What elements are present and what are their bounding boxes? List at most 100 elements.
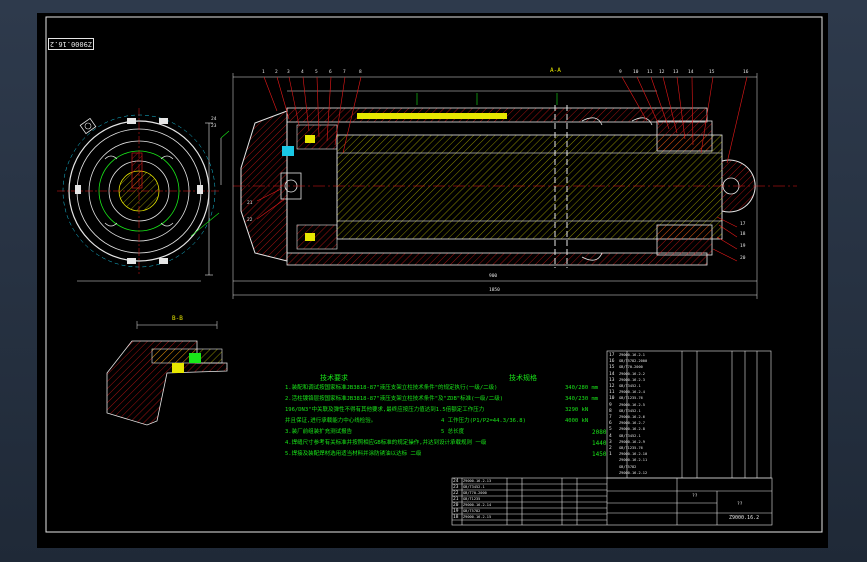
drawing-sheet: Z9000.16.2 A-A B-B 1 2 3 4 5 6 7 8 9 10 … bbox=[37, 13, 828, 548]
balloon: 13 bbox=[673, 70, 679, 75]
parts-row-no: 8 bbox=[609, 408, 612, 414]
parts-row-no: 2 bbox=[609, 446, 612, 451]
parts-row-code: GB/T5782-2000 bbox=[619, 359, 648, 364]
spec-value: 3290 kN bbox=[565, 407, 589, 413]
tech-item: 3.装厂前组装扩充测试报告 bbox=[285, 429, 353, 435]
balloon: 2 bbox=[275, 70, 278, 75]
drawing-name: ?? bbox=[692, 494, 698, 499]
parts-row-code: GB/T70-2000 bbox=[619, 365, 643, 370]
parts-row-no: 12 bbox=[609, 384, 615, 389]
balloon: 7 bbox=[343, 70, 346, 75]
spec-label: 4 工作压力(P1/P2=44.3/36.8) bbox=[441, 418, 526, 424]
material: ?? bbox=[737, 502, 743, 507]
balloon: 10 bbox=[633, 70, 639, 75]
balloon: 6 bbox=[329, 70, 332, 75]
balloon: 9 bbox=[619, 70, 622, 75]
parts-row-code: Z9000.16.2-15 bbox=[463, 515, 492, 519]
spec-value: 340/230 mm bbox=[565, 396, 599, 402]
parts-row-no: 9 bbox=[609, 402, 612, 408]
parts-row-no: 6 bbox=[609, 421, 612, 427]
spec-label: 5 总长度 bbox=[441, 429, 465, 435]
parts-row-no: 21 bbox=[453, 497, 459, 502]
parts-row-code: GB/T1235-76 bbox=[619, 396, 643, 401]
parts-row-code: GB/T70-2000 bbox=[463, 491, 487, 495]
parts-row-code: Z9000.16.2-1 bbox=[619, 353, 645, 357]
spec-value: 2080 bbox=[592, 429, 607, 436]
parts-row-no: 1 bbox=[609, 452, 612, 458]
parts-row-no: 20 bbox=[453, 503, 459, 508]
parts-row-code: GB/T3452.1 bbox=[619, 384, 641, 388]
spec-heading: 技术规格 bbox=[509, 374, 537, 382]
parts-row-code: GB/T3452.1 bbox=[619, 408, 641, 413]
parts-row-no: 15 bbox=[609, 365, 615, 371]
parts-row-no: 10 bbox=[609, 396, 615, 402]
spec-value: 1450 bbox=[592, 451, 607, 458]
title-block bbox=[451, 350, 773, 526]
parts-row-code: Z9000.16.2-6 bbox=[619, 415, 645, 419]
balloon: 19 bbox=[740, 244, 746, 249]
stroke-dimension: 900 bbox=[489, 274, 498, 279]
parts-row-code: GB/T1235 bbox=[463, 497, 481, 501]
leader-lines bbox=[256, 76, 748, 262]
parts-row-code: Z9000.16.2-3 bbox=[619, 377, 645, 382]
tech-item: 并且保证,进行承载能力中心线检验。 bbox=[285, 418, 377, 424]
parts-row-code: Z9000.16.2-11 bbox=[619, 458, 648, 463]
balloon: 18 bbox=[740, 232, 746, 237]
tech-heading: 技术要求 bbox=[320, 374, 348, 382]
detail-view bbox=[106, 321, 228, 426]
balloon: 17 bbox=[740, 222, 746, 227]
balloon: 16 bbox=[743, 70, 749, 75]
tech-item: 2.活柱镀铬层按国家标准JB3818-87"液压支架立柱技术条件"及"ZDB"标… bbox=[285, 396, 504, 402]
parts-row-no: 11 bbox=[609, 390, 615, 396]
balloon: 11 bbox=[647, 70, 653, 75]
tech-item: 1.装配和调试按国家标准JB3818-87"液压支架立柱技术条件"的规定执行(一… bbox=[285, 385, 498, 391]
parts-row-code: Z9000.16.2-8 bbox=[619, 427, 645, 432]
parts-row-code: Z9000.16.2-14 bbox=[463, 503, 492, 507]
balloon: 15 bbox=[709, 70, 715, 75]
side-dim: 24 bbox=[211, 117, 217, 122]
parts-row-code: Z9000.16.2-7 bbox=[619, 421, 645, 426]
balloon: 4 bbox=[301, 70, 304, 75]
parts-row-no: 18 bbox=[453, 515, 459, 520]
parts-row-code: Z9000.16.2-2 bbox=[619, 371, 645, 376]
parts-row-no: 4 bbox=[609, 433, 612, 439]
parts-row-code: Z9000.16.2-5 bbox=[619, 402, 645, 407]
parts-row-code: GB/T3452.1 bbox=[463, 485, 485, 489]
parts-row-no: 13 bbox=[609, 377, 615, 383]
parts-row-no: 19 bbox=[453, 509, 459, 514]
side-dim: 23 bbox=[211, 124, 217, 129]
drawing-code-rotated: Z9000.16.2 bbox=[48, 38, 94, 50]
balloon: 1 bbox=[262, 70, 265, 75]
parts-row-code: Z9000.16.2-12 bbox=[619, 470, 648, 475]
parts-row-code: Z9000.16.2-10 bbox=[619, 452, 648, 457]
drawing-graphics bbox=[45, 16, 823, 533]
balloon: 8 bbox=[359, 70, 362, 75]
parts-row-no: 5 bbox=[609, 427, 612, 433]
parts-row-no: 16 bbox=[609, 359, 615, 365]
section-label-main: A-A bbox=[550, 67, 561, 74]
parts-row-no: 17 bbox=[609, 353, 615, 358]
balloon: 12 bbox=[659, 70, 665, 75]
end-view bbox=[57, 108, 230, 282]
tech-item: 196/DN3"中关联及弹性不得有其他要求,最终应按压力值达到1.5倍额定工作压… bbox=[285, 407, 485, 413]
parts-row-code: Z9000.16.2-13 bbox=[463, 479, 492, 483]
tech-item: 5.焊接及装配焊材选用适当材料并涂防锈油以达标 二级 bbox=[285, 451, 422, 457]
overall-dimension: 1850 bbox=[489, 288, 500, 293]
section-label-detail: B-B bbox=[172, 315, 183, 322]
parts-row-code: Z9000.16.2-9 bbox=[619, 439, 645, 444]
parts-row-code: GB/T5782 bbox=[619, 464, 637, 469]
piston-rod bbox=[336, 134, 723, 240]
outer-frame bbox=[45, 16, 823, 533]
parts-row-code: Z9000.16.2-4 bbox=[619, 390, 645, 395]
title-code: Z9000.16.2 bbox=[729, 515, 760, 521]
parts-row-no: 7 bbox=[609, 415, 612, 420]
tech-item: 4.焊缝尺寸参考有关标准并按照相应GB标准的规定操作,并达到设计承载规则 一级 bbox=[285, 440, 487, 446]
spec-value: 1440 bbox=[592, 440, 607, 447]
spec-value: 4000 kN bbox=[565, 418, 589, 424]
parts-row-no: 3 bbox=[609, 439, 612, 445]
parts-row-no: 23 bbox=[453, 485, 459, 490]
parts-row-code: GB/T1235-76 bbox=[619, 446, 643, 450]
parts-row-no: 14 bbox=[609, 371, 615, 377]
balloon: 3 bbox=[287, 70, 290, 75]
